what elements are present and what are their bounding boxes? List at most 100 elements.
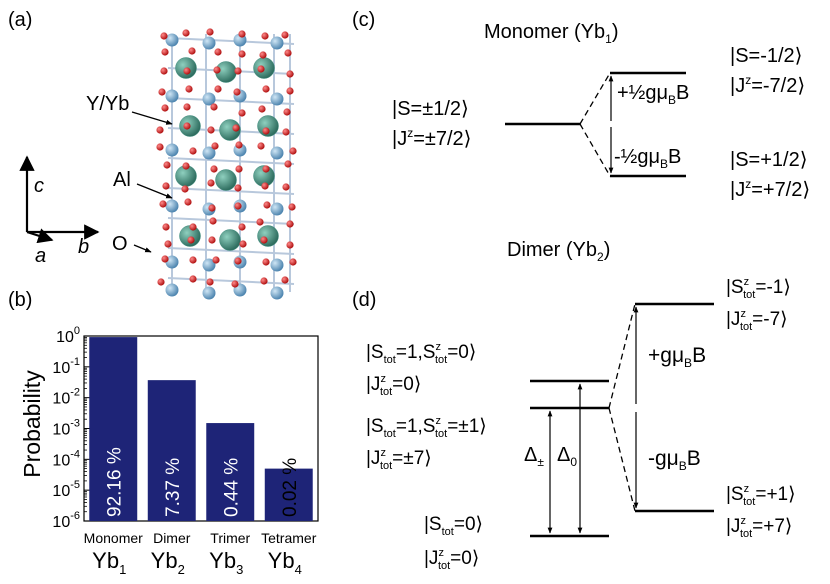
o-atom: [286, 70, 294, 78]
o-atom: [258, 105, 266, 113]
o-atom: [189, 147, 197, 155]
dimer-title: Dimer (Yb2): [507, 239, 610, 264]
o-atom: [161, 48, 169, 56]
category-label: Dimer: [153, 530, 191, 546]
o-atom: [288, 203, 296, 211]
ket-lower-spin: |S=+1/2⟩: [730, 149, 808, 171]
dimer-zeeman-down-label: -gμBB: [648, 447, 701, 473]
o-atom: [282, 183, 290, 191]
o-atom: [238, 30, 246, 38]
al-atom: [202, 36, 216, 50]
o-atom: [156, 143, 164, 151]
o-pointer-arrow: [133, 244, 152, 253]
o-atom: [208, 236, 216, 244]
o-atom: [185, 85, 193, 93]
o-atom: [284, 160, 292, 168]
o-atom: [286, 220, 294, 228]
o-atom: [161, 255, 169, 263]
crystal-structure: [156, 28, 297, 300]
bar-data-label: 7.37 %: [163, 458, 184, 517]
o-atom: [214, 85, 222, 93]
al-atom: [202, 146, 216, 160]
al-atom: [270, 202, 284, 216]
panel-c-label: (c): [352, 9, 375, 31]
al-atom: [165, 143, 179, 157]
o-atom: [213, 66, 221, 74]
o-atom: [239, 240, 247, 248]
al-atom: [270, 92, 284, 106]
o-atom: [284, 49, 292, 57]
category-label: Tetramer: [261, 530, 317, 546]
y-tick-label: 100: [56, 325, 80, 346]
o-atom: [289, 258, 297, 266]
o-atom: [238, 223, 246, 231]
o-atom: [234, 67, 242, 75]
o-atom: [181, 185, 189, 193]
y-yb-atom: [257, 225, 279, 247]
o-atom: [206, 278, 214, 286]
o-atom: [234, 257, 242, 265]
gap-0-label: Δ0: [557, 444, 577, 469]
o-atom: [183, 122, 191, 130]
crystal-bond: [167, 277, 295, 285]
ket-upper: |S=-1/2⟩ |Jz=-7/2⟩: [730, 45, 805, 97]
o-atom: [214, 48, 222, 56]
o-atom: [286, 241, 294, 249]
bar-trimer: [206, 423, 255, 521]
y-yb-pointer-arrow: [131, 111, 173, 125]
monomer-title: Monomer (Yb1): [484, 21, 619, 46]
o-atom: [261, 182, 269, 190]
o-atom: [210, 165, 218, 173]
y-axis-title: Probability: [19, 370, 45, 478]
category-symbol: Yb2: [151, 548, 185, 577]
al-atom: [165, 283, 179, 297]
o-atom: [160, 67, 168, 75]
o-atom: [206, 28, 214, 36]
y-tick-label: 10-5: [52, 479, 80, 500]
bar-data-label: 0.44 %: [221, 458, 242, 517]
o-atom: [286, 87, 294, 95]
o-atom: [232, 124, 240, 132]
al-atom: [202, 286, 216, 300]
o-atom: [257, 142, 265, 150]
o-atom: [157, 278, 165, 286]
zeeman-up-label: +½gμBB: [617, 82, 689, 107]
o-atom: [238, 50, 246, 58]
panel-b: (b) Probability 10010-110-210-310-410-51…: [8, 289, 319, 577]
a-axis-arrow: [26, 228, 54, 244]
o-atom: [184, 198, 192, 206]
o-atom: [262, 85, 270, 93]
o-atom: [262, 127, 270, 135]
y-tick-label: 10-4: [52, 448, 80, 469]
o-atom: [260, 236, 268, 244]
y-tick-label: 10-2: [52, 387, 80, 408]
o-atom: [262, 258, 270, 266]
o-atom: [182, 29, 190, 37]
split-dashed-down: [579, 123, 611, 177]
al-atom: [165, 255, 179, 269]
o-atom: [234, 184, 242, 192]
o-atom: [188, 47, 196, 55]
zeeman-down-label: -½gμBB: [614, 146, 681, 171]
panel-c: (c) Monomer (Yb1) +½gμBB -½gμBB |S=±1/2⟩…: [352, 9, 810, 201]
species-label-o: O: [112, 233, 128, 255]
o-atom: [235, 141, 243, 149]
bar-data-label: 0.02 %: [280, 458, 301, 517]
panel-a: (a) Y/Yb Al O c b a: [8, 9, 297, 300]
al-atom: [165, 199, 179, 213]
ket-lower: |S=+1/2⟩ |Jz=+7/2⟩: [730, 149, 810, 201]
o-atom: [262, 165, 270, 173]
b-axis-label: b: [78, 236, 89, 258]
o-atom: [207, 126, 215, 134]
